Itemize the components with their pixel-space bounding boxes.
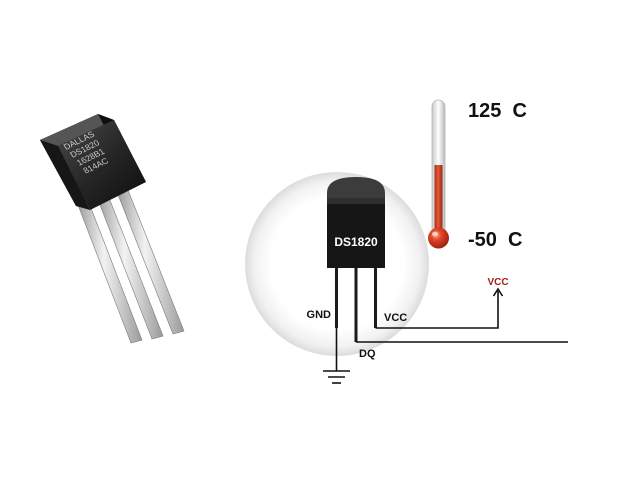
pin-gnd — [335, 268, 338, 328]
temperature-max-label: 125 C — [468, 100, 527, 122]
wiring — [335, 291, 568, 371]
thermometer-bulb — [428, 227, 449, 249]
chip-pins — [335, 268, 377, 342]
chip-label: DS1820 — [334, 235, 378, 249]
pin-vcc — [374, 268, 377, 328]
thermometer-icon — [428, 99, 449, 249]
package-body — [40, 114, 146, 210]
vcc-wire — [375, 291, 499, 329]
supply-label: VCC — [487, 277, 508, 288]
pin-label-vcc: VCC — [384, 312, 407, 324]
supply-arrow-icon — [492, 287, 504, 297]
pin-label-gnd: GND — [307, 309, 332, 321]
ground-icon — [323, 370, 350, 384]
pin-dq — [354, 268, 358, 342]
pin-label-dq: DQ — [359, 348, 376, 360]
ds1820-chip: DS1820 — [327, 177, 385, 268]
temperature-min-label: -50 C — [468, 229, 522, 251]
to92-package-photo: DALLAS DS1820 1628B1 814AC — [40, 114, 185, 344]
schematic: 125 C -50 C DS1820 — [245, 99, 568, 384]
mercury-column — [434, 165, 443, 237]
